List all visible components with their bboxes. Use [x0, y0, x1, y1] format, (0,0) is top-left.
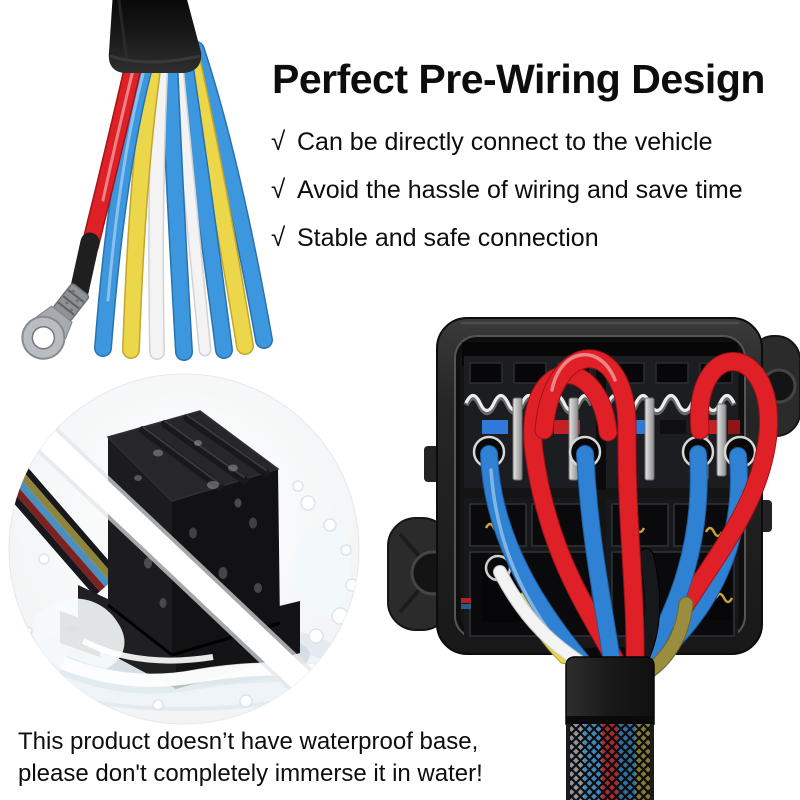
ring-terminal: [21, 283, 90, 360]
blue-wire: [577, 446, 620, 670]
check-icon: √: [271, 174, 286, 204]
splashed-fuse-box: [60, 410, 300, 689]
braided-cable: [566, 716, 654, 800]
feature-text: Avoid the hassle of wiring and save time: [297, 176, 743, 204]
red-wire: [524, 366, 625, 671]
check-icon: √: [271, 222, 286, 252]
warning-text: This product doesn’t have waterproof bas…: [18, 726, 483, 790]
blue-wire: [481, 446, 592, 672]
page-title: Perfect Pre-Wiring Design: [272, 56, 765, 102]
warning-line-1: This product doesn’t have waterproof bas…: [18, 728, 479, 755]
wire-harness-image: [21, 0, 273, 361]
white-wire: [149, 49, 168, 359]
heat-shrink: [69, 232, 100, 302]
no-slash-line: [27, 419, 349, 724]
blue-wire: [188, 42, 272, 348]
fuse-box-image: [387, 317, 800, 800]
water-droplets: [115, 440, 262, 608]
red-wire: [82, 46, 144, 254]
red-wire: [535, 350, 644, 669]
blue-wire: [95, 48, 155, 356]
blue-wire: [638, 446, 707, 670]
feature-list: √ Can be directly connect to the vehicle…: [271, 118, 743, 262]
feature-item: √ Avoid the hassle of wiring and save ti…: [271, 166, 743, 214]
yellow-wire: [182, 44, 253, 354]
blue-wire: [161, 48, 192, 360]
cable-sleeve: [108, 0, 202, 73]
yellow-wire: [123, 48, 162, 358]
blue-wire: [175, 46, 232, 358]
terminal-hole: [31, 326, 56, 350]
red-wire: [645, 353, 777, 665]
harness-wires: [69, 41, 273, 361]
wire-sheath: [565, 656, 655, 725]
fusebox-wires: [480, 349, 778, 684]
feature-text: Stable and safe connection: [297, 224, 599, 252]
check-icon: √: [271, 126, 286, 156]
feature-item: √ Can be directly connect to the vehicle: [271, 118, 743, 166]
feature-item: √ Stable and safe connection: [271, 214, 743, 262]
feature-text: Can be directly connect to the vehicle: [297, 128, 713, 156]
no-waterproof-image: [8, 373, 360, 725]
warning-line-2: please don't completely immerse it in wa…: [18, 760, 483, 787]
